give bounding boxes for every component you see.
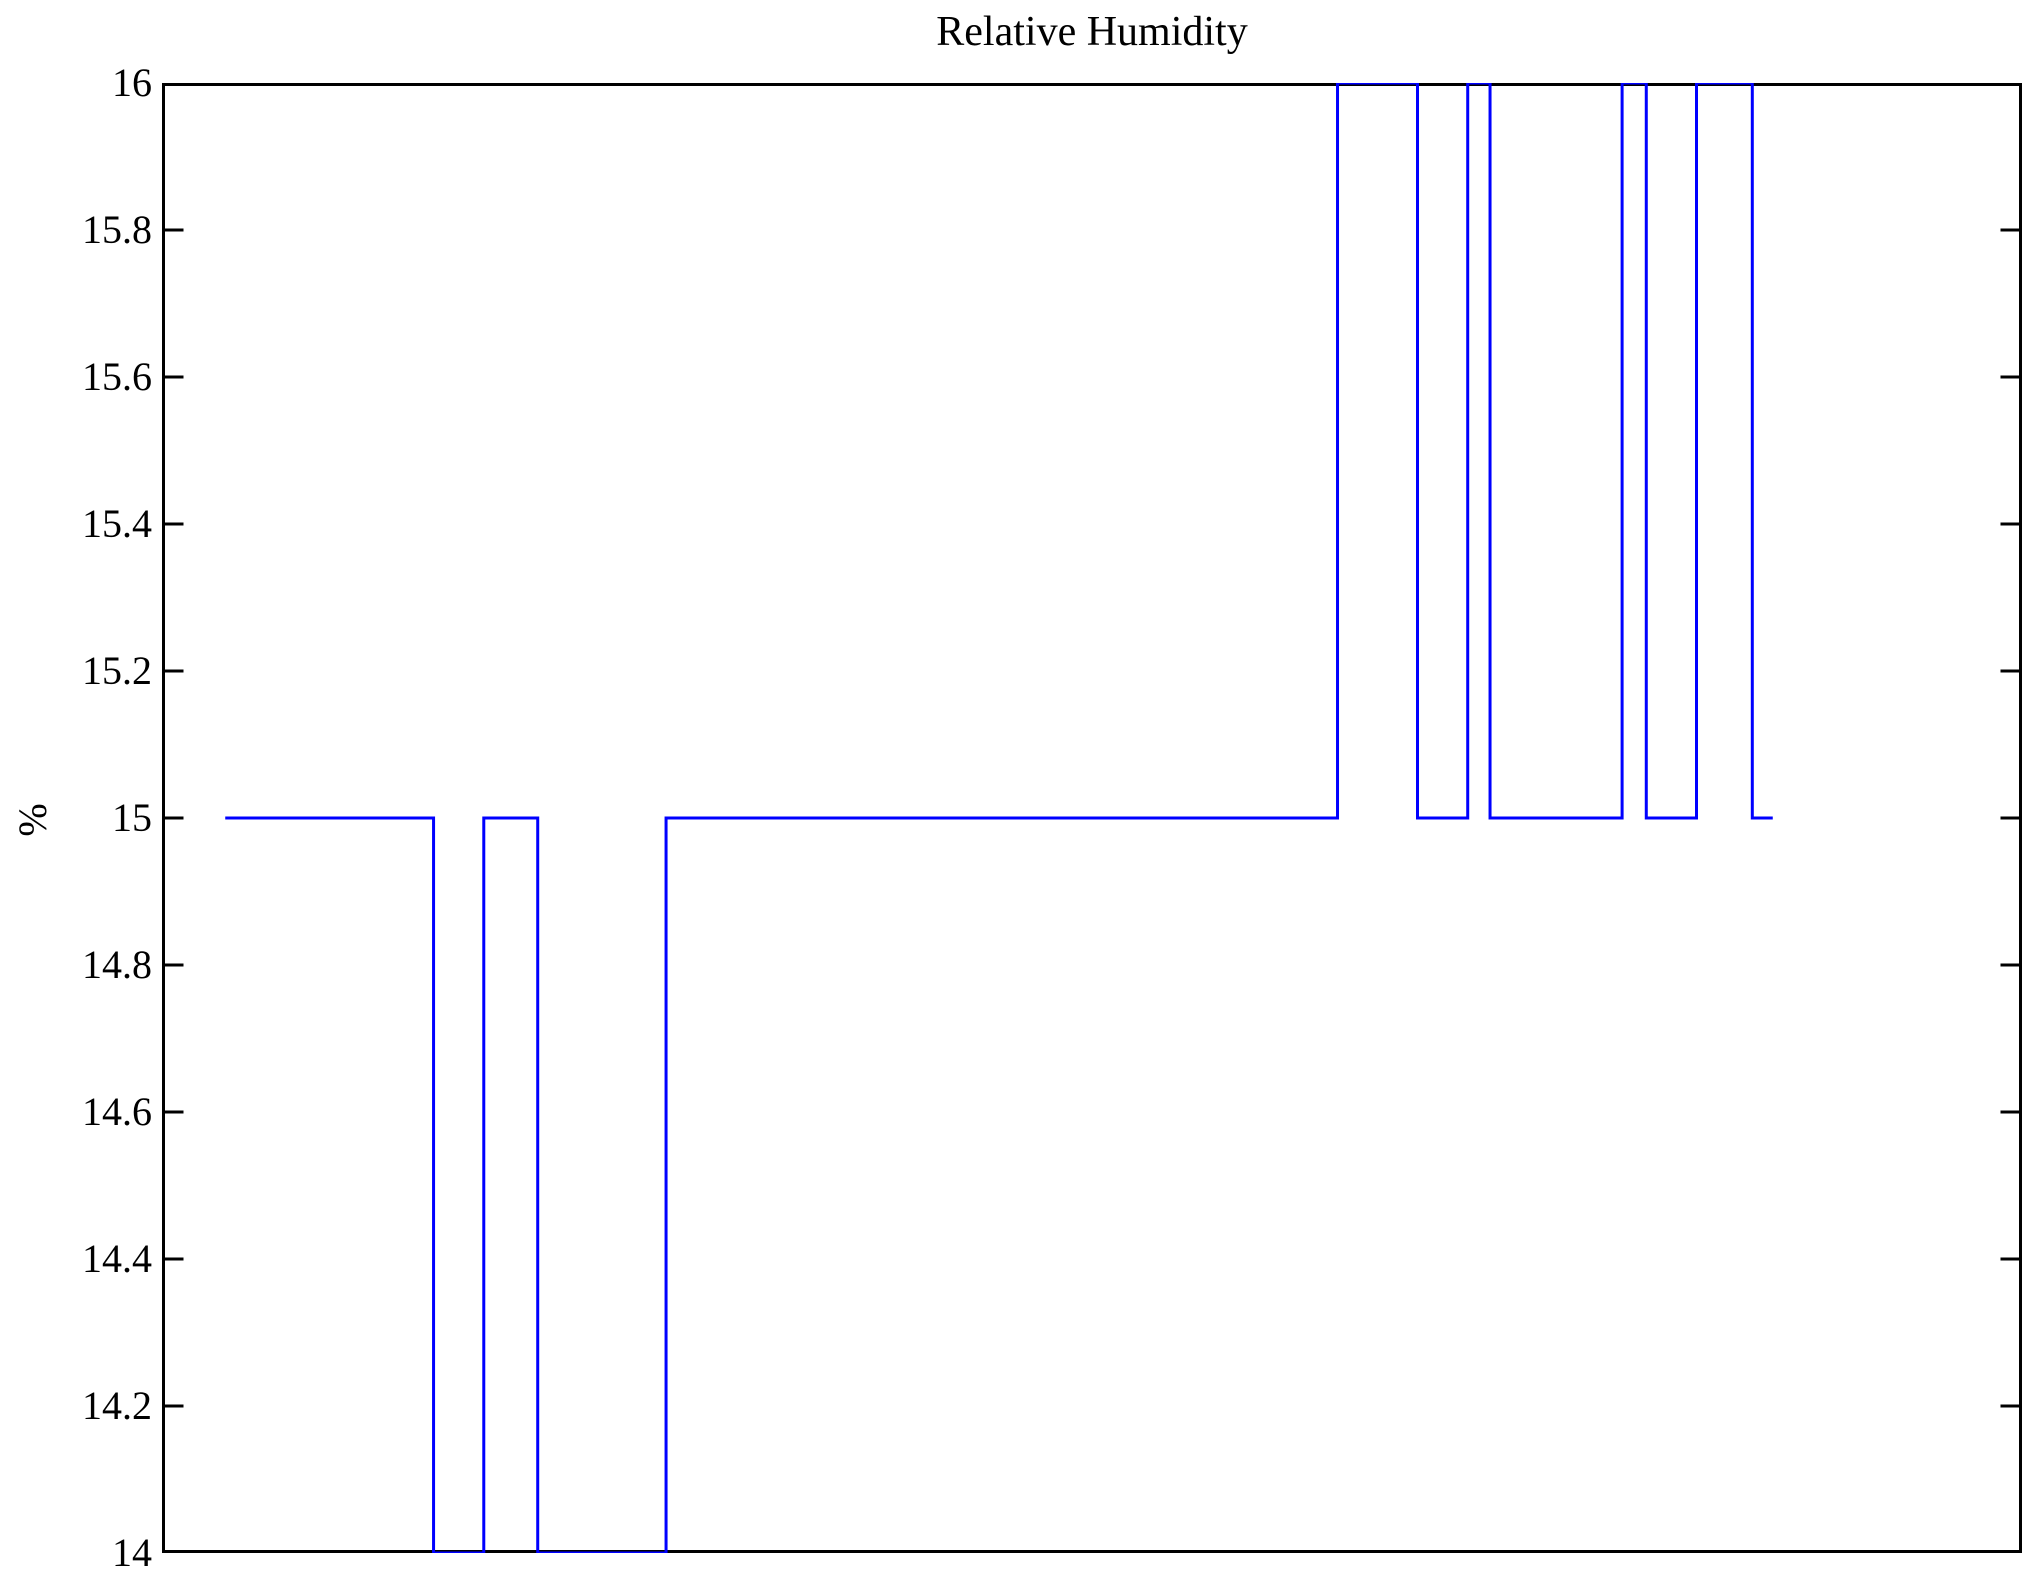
y-tick-label: 14 (112, 1530, 152, 1575)
humidity-step-line (225, 83, 1773, 1553)
chart-title: Relative Humidity (936, 9, 1248, 55)
y-tick-label: 14.8 (82, 942, 152, 987)
y-tick-label: 15.6 (82, 354, 152, 399)
y-tick-label: 16 (112, 60, 152, 105)
y-axis-tick-labels: 14 14.2 14.4 14.6 14.8 15 15.2 15.4 15.6 15.8 16 (0, 0, 152, 1579)
plot-canvas (162, 83, 2022, 1553)
y-tick-label: 15.4 (82, 501, 152, 546)
y-tick-label: 15.8 (82, 207, 152, 252)
y-tick-label: 15 (112, 795, 152, 840)
y-tick-label: 14.2 (82, 1383, 152, 1428)
y-tick-label: 14.6 (82, 1089, 152, 1134)
plot-area (162, 83, 2022, 1553)
y-tick-label: 15.2 (82, 648, 152, 693)
y-tick-label: 14.4 (82, 1236, 152, 1281)
